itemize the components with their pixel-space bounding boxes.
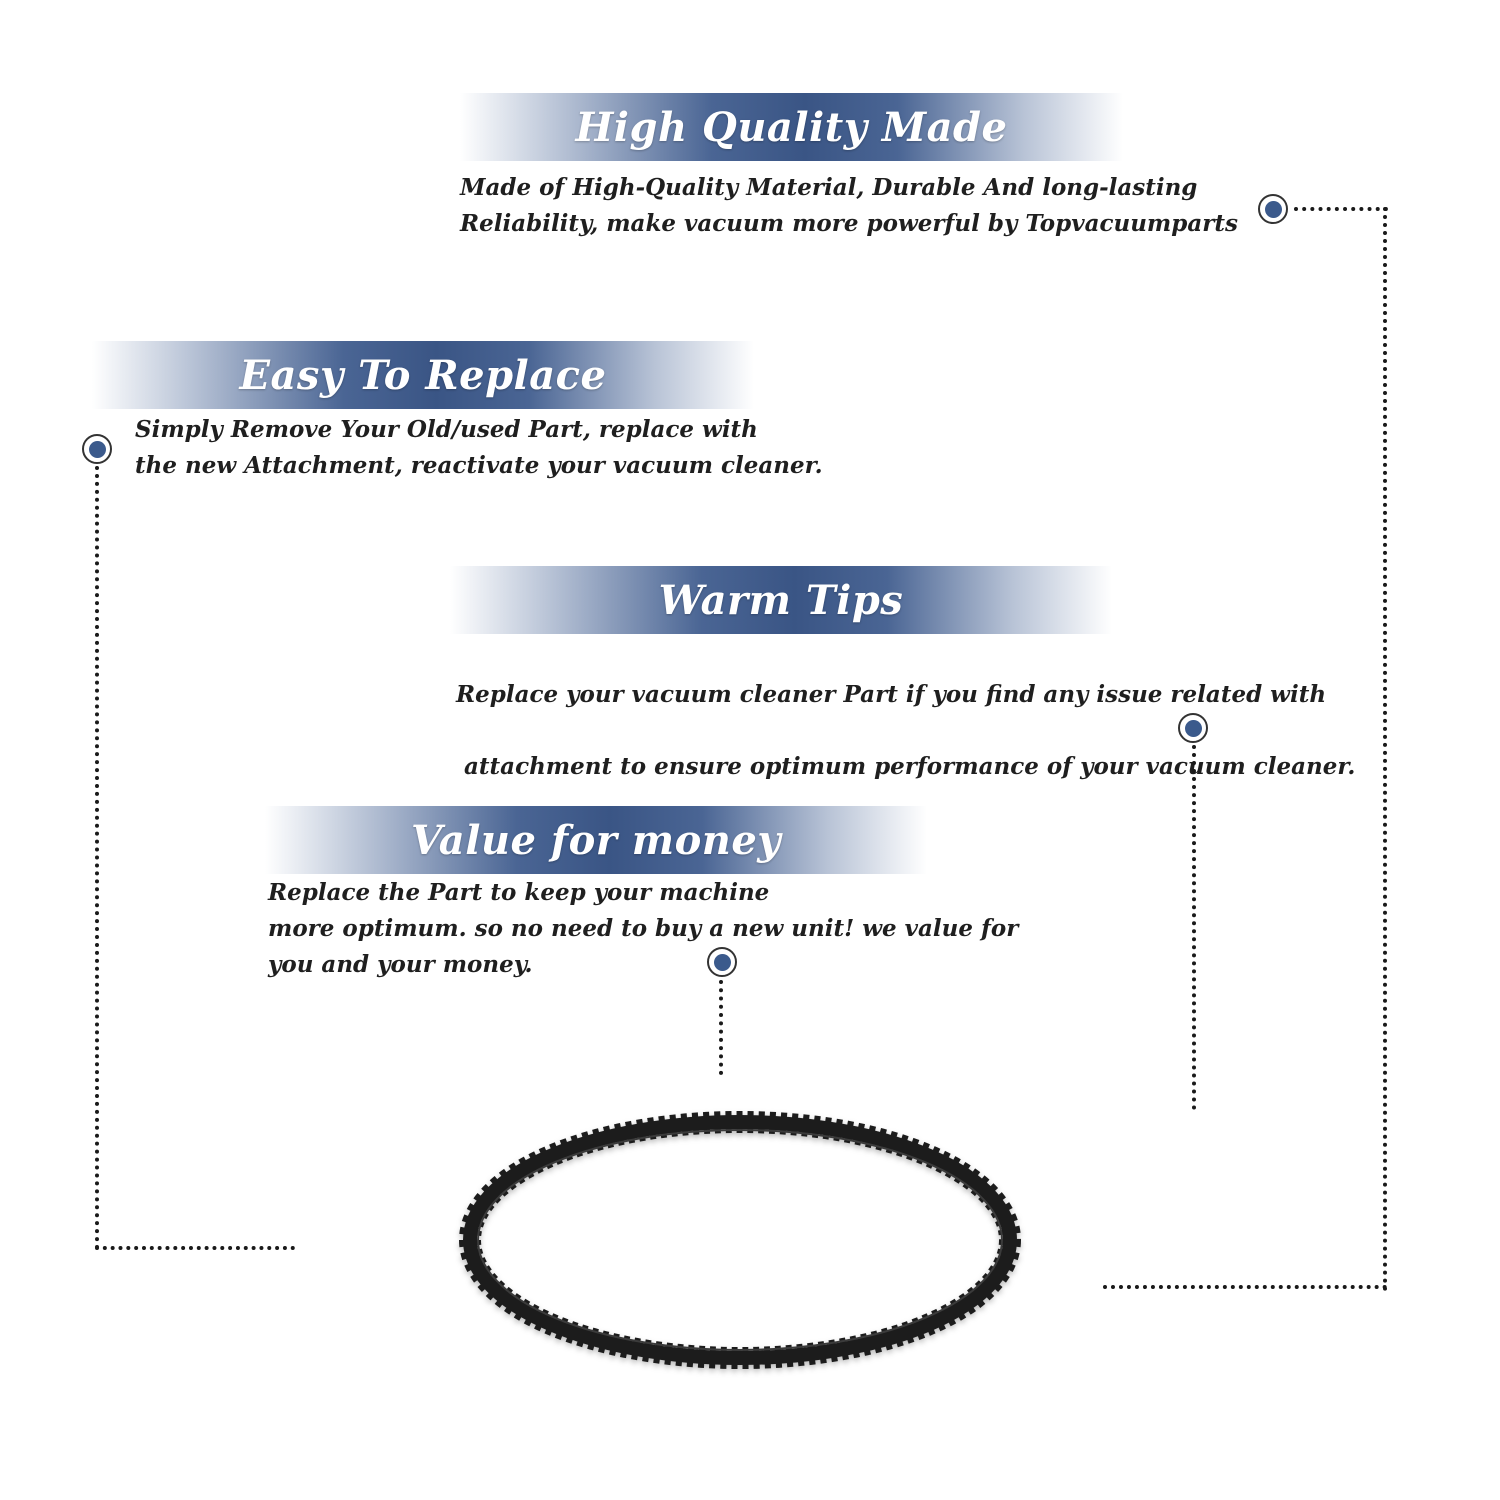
banner-warm-tips: Warm Tips	[450, 566, 1112, 634]
target-dot-core	[1184, 719, 1202, 737]
target-dot-core	[1264, 200, 1282, 218]
dotted-connector	[95, 1246, 295, 1254]
desc-line: attachment to ensure optimum performance…	[456, 753, 1356, 780]
desc-line: Replace the Part to keep your machine	[268, 879, 770, 906]
banner-value-money: Value for money	[265, 806, 927, 874]
target-dot-icon	[1178, 713, 1208, 743]
title-warm-tips: Warm Tips	[658, 576, 904, 624]
desc-line: Simply Remove Your Old/used Part, replac…	[135, 416, 758, 443]
target-dot-core	[88, 440, 106, 458]
title-value-money: Value for money	[410, 816, 782, 864]
dotted-connector	[719, 980, 727, 1075]
desc-line: Reliability, make vacuum more powerful b…	[460, 210, 1238, 237]
belt-highlight	[477, 1129, 1003, 1351]
desc-line: you and your money.	[268, 951, 533, 978]
desc-value-money: Replace the Part to keep your machine mo…	[268, 875, 1018, 983]
banner-high-quality: High Quality Made	[460, 93, 1123, 161]
dotted-connector	[1103, 1285, 1387, 1293]
banner-easy-replace: Easy To Replace	[92, 341, 754, 409]
desc-line: Replace your vacuum cleaner Part if you …	[456, 681, 1327, 708]
belt-band	[463, 1115, 1017, 1365]
target-dot-core	[713, 953, 731, 971]
dotted-connector	[1383, 207, 1391, 1292]
target-dot-icon	[707, 947, 737, 977]
desc-line: Made of High-Quality Material, Durable A…	[460, 174, 1198, 201]
desc-line: the new Attachment, reactivate your vacu…	[135, 452, 823, 479]
desc-warm-tips: Replace your vacuum cleaner Part if you …	[440, 641, 1355, 785]
desc-easy-replace: Simply Remove Your Old/used Part, replac…	[135, 412, 823, 484]
desc-line: more optimum. so no need to buy a new un…	[268, 915, 1019, 942]
dotted-connector	[1192, 745, 1200, 1110]
dotted-connector	[1294, 207, 1388, 215]
target-dot-icon	[82, 434, 112, 464]
vacuum-belt-image	[459, 1111, 1021, 1369]
title-high-quality: High Quality Made	[575, 103, 1008, 151]
dotted-connector	[95, 466, 103, 1250]
title-easy-replace: Easy To Replace	[239, 351, 607, 399]
desc-high-quality: Made of High-Quality Material, Durable A…	[460, 170, 1238, 242]
target-dot-icon	[1258, 194, 1288, 224]
